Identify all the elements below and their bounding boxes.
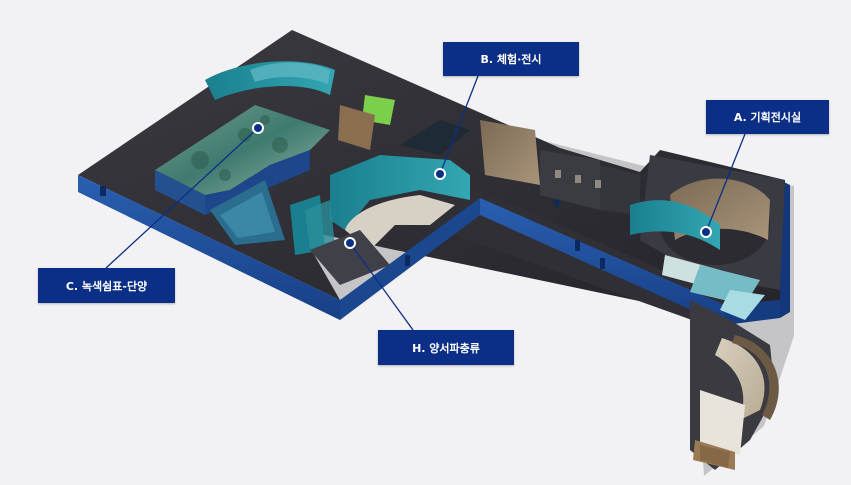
pin-c-icon bbox=[252, 122, 264, 134]
top-gallery bbox=[205, 61, 335, 100]
service-rooms bbox=[540, 150, 640, 215]
stair-tower bbox=[690, 300, 779, 470]
pin-b-icon bbox=[434, 168, 446, 180]
zone-label-amphibian-reptile[interactable]: H. 양서파충류 bbox=[378, 330, 514, 365]
experience-exhibit bbox=[330, 95, 540, 250]
zone-label-green-rest[interactable]: C. 녹색쉼표-단양 bbox=[38, 268, 175, 303]
pin-h-icon bbox=[344, 237, 356, 249]
zone-label-special-exhibition[interactable]: A. 기획전시실 bbox=[706, 100, 829, 134]
pin-a-icon bbox=[700, 226, 712, 238]
special-exhibition-hall bbox=[630, 155, 785, 320]
leader-lines bbox=[105, 75, 746, 331]
lower-tank bbox=[210, 180, 285, 245]
zone-label-experience-exhibit[interactable]: B. 체험·전시 bbox=[443, 42, 579, 76]
location-pins bbox=[252, 122, 712, 249]
amphibian-reptile-area bbox=[290, 195, 390, 285]
outer-walls bbox=[78, 175, 790, 325]
